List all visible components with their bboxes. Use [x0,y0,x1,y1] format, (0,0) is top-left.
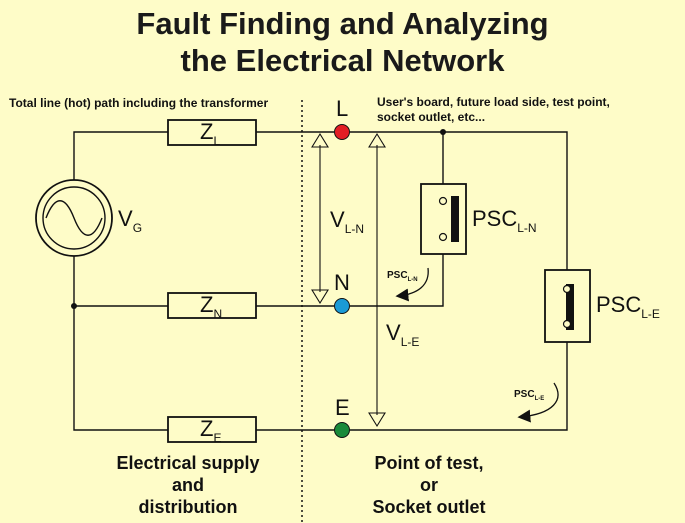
psc-le-contact-top [562,284,572,294]
psc-ln-label: PSCL-N [472,206,537,235]
terminal-l-label: L [336,96,349,121]
impedance-zl-box [167,119,257,146]
impedance-ze-label: ZE [200,416,222,445]
generator-outer-circle [35,179,113,257]
junction-dot [440,129,446,135]
impedance-zn-box [167,292,257,319]
junction-dot [71,303,77,309]
test-point-caption: Point of test, or Socket outlet [372,453,486,517]
psc-ln-current-arrow [395,267,429,302]
terminal-n-dot [334,298,350,314]
wire-psc-ln-bottom [350,254,444,307]
wiring [73,131,568,431]
page-title-line1: Fault Finding and Analyzing [136,6,549,41]
impedance-zn-label: ZN [200,292,223,321]
psc-le-label: PSCL-E [596,292,660,321]
wire-earth-left [73,256,168,431]
vln-arrow [311,132,329,305]
generator-inner-circle [42,186,106,250]
load-side-note-line2: socket outlet, etc... [377,110,486,124]
voltage-vle-label: VL-E [386,320,420,349]
psc-le-current-arrow [517,382,559,423]
supply-caption: Electrical supply and distribution [116,453,260,517]
terminal-l-dot [334,124,350,140]
vle-arrow [368,132,386,428]
psc-le-device-box [544,269,591,343]
sine-wave-icon [45,200,103,236]
supply-path-note: Total line (hot) path including the tran… [9,96,269,110]
psc-ln-contact-bottom [438,232,448,242]
impedance-ze-box [167,416,257,443]
load-side-note-line1: User's board, future load side, test poi… [377,95,610,109]
psc-ln-device-box [420,183,467,255]
page-title-line2: the Electrical Network [180,43,505,78]
terminal-e-label: E [335,395,350,420]
psc-ln-bar [451,196,459,242]
source-vg-label: VG [118,206,143,235]
voltage-vln-label: VL-N [330,207,365,236]
psc-le-bar [566,284,574,330]
psc-le-small-label: PSCL-E [514,389,545,402]
terminal-n-label: N [334,270,350,295]
wire-earth-right [350,342,568,431]
impedance-zl-label: ZL [200,119,221,148]
terminal-e-dot [334,422,350,438]
psc-le-contact-bottom [562,319,572,329]
psc-ln-small-label: PSCL-N [387,270,418,283]
psc-ln-contact-top [438,196,448,206]
wire-line-right [350,131,568,270]
wire-line-left [73,131,168,180]
